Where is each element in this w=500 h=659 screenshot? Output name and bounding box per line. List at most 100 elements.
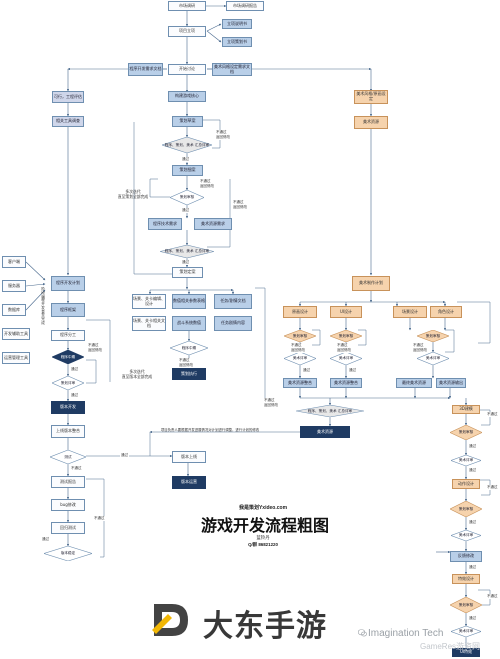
node-sub1: 场景、关卡编辑、设计 <box>132 294 166 309</box>
iterate-note: 多次迭代直至策划全部完成 <box>117 189 149 199</box>
label-pass-11: 通过 <box>468 468 477 473</box>
node-prog-doc: 程序开发需求文档 <box>128 63 163 76</box>
decision-final-review: 程序、策划、美术 汇总评审 <box>160 245 214 258</box>
node-feasible: 可行，工程评估 <box>52 91 84 103</box>
node-integrate: 上线版本整合 <box>51 425 85 438</box>
node-render: 特效设计 <box>452 574 480 584</box>
node-design-doc: 美术风格设定需求文档 <box>212 63 252 76</box>
node-market-report: 市场调研报告 <box>226 1 264 11</box>
node-scene-design: 场景设计 <box>393 306 427 318</box>
node-approval: 项目立项 <box>168 26 206 37</box>
node-art-resource: 美术资源 <box>300 426 350 438</box>
node-style-set-top: 美术风格/原画设定 <box>354 90 388 104</box>
watermark-text: 大东手游 <box>203 609 327 644</box>
page-title: 游戏开发流程粗图 <box>200 516 329 535</box>
node-anim: 动作设计 <box>452 479 480 489</box>
label-pass-13: 通过 <box>468 565 477 570</box>
node-art-plan: 美术制作计划 <box>352 276 390 291</box>
wechat-icon <box>358 629 367 637</box>
label-pass-8: 通过 <box>302 368 311 373</box>
author-label: 蓝铃丹 <box>256 536 270 541</box>
decision-test: 测试 <box>50 450 86 464</box>
decision-plan-review: 程序、策划、美术 汇总评审 <box>162 137 212 153</box>
decision-render: 策划审核 <box>450 597 482 613</box>
label-pass-10: 通过 <box>468 444 477 449</box>
node-ui-design: UI设计 <box>330 306 362 318</box>
node-feedback: 反馈修改 <box>450 551 482 562</box>
decision-art-1: 策划审核 <box>284 330 316 342</box>
node-fix-verify: 回归测试 <box>51 522 85 534</box>
decision-anim: 策划审核 <box>450 501 482 517</box>
label-nopass-10: 不通过返回修改 <box>412 343 428 353</box>
node-launch: 版本上线 <box>172 451 206 463</box>
decision-art-3: 策划审核 <box>417 330 449 342</box>
node-market: 市场调研 <box>168 1 206 11</box>
decision-render-review: 美术评审 <box>451 626 481 637</box>
credit-text: Imagination Tech <box>368 628 444 639</box>
node-prog-plan: 程序开发计划 <box>51 276 85 291</box>
node-res-3: 最终美术资源 <box>396 378 432 388</box>
dadong-logo-icon <box>152 604 188 636</box>
node-sub5: 战斗系统数值 <box>172 316 206 331</box>
qq-label: Q/群 86821220 <box>248 542 278 547</box>
label-nopass-12: 不通过 <box>486 412 499 417</box>
label-nopass-9: 不通过返回修改 <box>336 343 352 353</box>
iterate-note-2: 多次迭代直至版本全部完成 <box>121 369 153 379</box>
decision-prog-review: 程序中期 <box>52 350 84 364</box>
label-pass-14: 通过 <box>468 616 477 621</box>
node-model: 3D建模 <box>452 405 480 414</box>
node-ops: 版本运营 <box>172 476 206 489</box>
node-version-dev: 版本开发 <box>51 401 85 414</box>
label-pass-5: 通过 <box>70 393 79 398</box>
node-char-design: 角色设计 <box>430 306 462 318</box>
node-effect: UI特效 <box>452 648 480 657</box>
label-nopass-7: 不通过 <box>93 516 106 521</box>
node-plan-book: 立项策划书 <box>222 37 252 47</box>
node-ops-tool: 运营管理工具 <box>2 352 30 364</box>
node-frame: 程序框架 <box>51 303 85 317</box>
node-sub6: 任务剧情内容 <box>214 316 252 331</box>
label-pass-12: 通过 <box>468 520 477 525</box>
node-database: 数据库 <box>2 304 26 316</box>
label-nopass-14: 不通过 <box>486 594 499 599</box>
decision-art-review-3: 美术评审 <box>417 352 449 365</box>
node-dev-tool: 开发辅助工具 <box>2 328 30 340</box>
label-nopass-5: 不通过返回修改 <box>178 358 194 368</box>
node-plan-detail: 策划细案 <box>172 165 203 176</box>
decision-anim-review: 美术评审 <box>451 530 481 541</box>
node-assign: 程序分工 <box>51 330 85 341</box>
decision-model-review: 美术评审 <box>451 455 481 466</box>
stage-note: 项目负责人要根据开发进展情况对计划进行调整，进行计划的修改 <box>160 428 260 432</box>
node-res-1: 美术资源整合 <box>283 378 317 388</box>
decision-model: 策划审核 <box>450 425 482 440</box>
node-plan-doc: 立项说明书 <box>222 19 252 29</box>
node-tech-proposal: 程序技术需求 <box>148 218 182 230</box>
node-res-2: 美术资源整合 <box>330 378 362 388</box>
node-discuss: 开始讨论 <box>168 64 206 75</box>
label-nopass-8: 不通过返回修改 <box>290 343 306 353</box>
node-sub4: 任务/剧情文档 <box>214 294 252 309</box>
node-sub2: 场景、关卡相关文档 <box>132 316 166 331</box>
decision-plan-exec: 程序中期 <box>170 341 208 355</box>
decision-stable: 版本稳定 <box>44 546 92 561</box>
label-nopass-3: 不通过返回修改 <box>232 200 248 210</box>
decision-detail-review: 策划审核 <box>170 190 204 205</box>
site-label: 我是策划Yxideo.com <box>238 505 288 511</box>
node-plan-final: 策划定案 <box>172 267 203 278</box>
decision-plan-review-2: 策划评审 <box>52 376 84 390</box>
label-nopass-1: 不通过返回修改 <box>215 130 231 140</box>
label-pass-2: 通过 <box>181 208 190 213</box>
node-core-design: 构建游戏核心 <box>168 91 206 102</box>
label-nopass-2: 不通过返回修改 <box>199 179 215 189</box>
vertical-note: 阶段编程开发直至完成 <box>41 287 45 325</box>
label-pass-1: 通过 <box>181 157 190 162</box>
decision-merge-review: 程序、策划、美术 汇总评审 <box>296 405 364 417</box>
node-server: 服务器 <box>2 280 26 292</box>
label-nopass-11: 不通过返回修改 <box>263 398 279 408</box>
label-pass-6: 通过 <box>120 453 129 458</box>
credit-sub-text: GameRes游资网 <box>420 642 481 651</box>
label-pass-4: 通过 <box>70 367 79 372</box>
node-style-detail: 美术资源 <box>354 116 388 129</box>
node-art-concept: 原画设计 <box>283 306 317 318</box>
